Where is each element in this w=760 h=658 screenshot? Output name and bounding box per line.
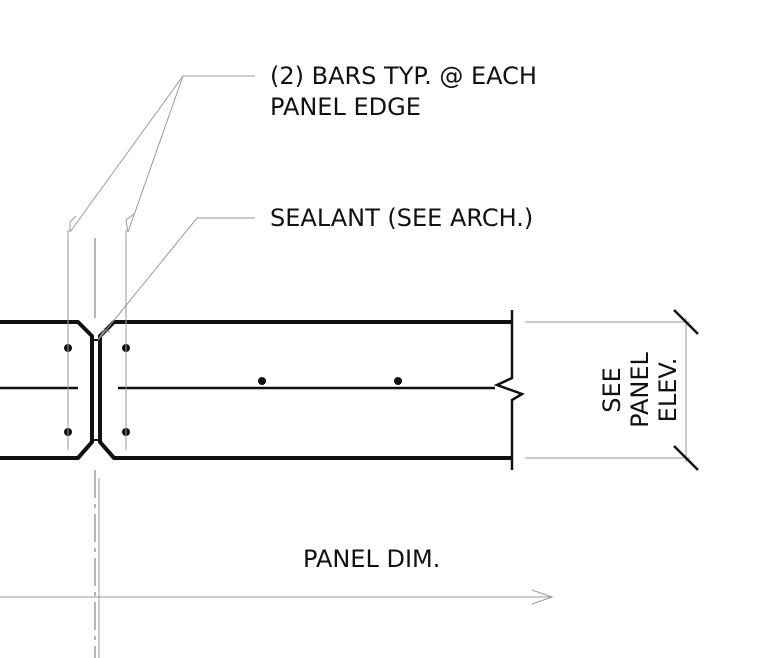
- panel-dimension-line: [0, 589, 554, 605]
- bars-note-line1: (2) BARS TYP. @ EACH: [270, 62, 537, 90]
- bar-mid-1: [258, 377, 266, 385]
- break-line: [493, 310, 525, 470]
- sealant-leader: [97, 217, 255, 341]
- bar-mid-2: [394, 377, 402, 385]
- reinforcing-bars: [64, 344, 402, 436]
- sealant-joint: [92, 339, 100, 441]
- sealant-note: SEALANT (SEE ARCH.): [270, 204, 533, 232]
- bars-note-line2: PANEL EDGE: [270, 93, 421, 121]
- see-panel-elev-line3: ELEV.: [654, 358, 682, 423]
- joint-centerline: [94, 238, 100, 658]
- left-panel-outline: [0, 320, 94, 460]
- bars-leader: [67, 75, 255, 450]
- see-panel-elev-line1: SEE: [598, 367, 626, 413]
- panel-thickness-dimension: [525, 309, 699, 471]
- see-panel-elev-line2: PANEL: [626, 351, 654, 427]
- right-panel-outline: [98, 320, 512, 460]
- panel-dim-label: PANEL DIM.: [303, 545, 440, 573]
- see-panel-elev-note: SEE PANEL ELEV.: [598, 351, 682, 427]
